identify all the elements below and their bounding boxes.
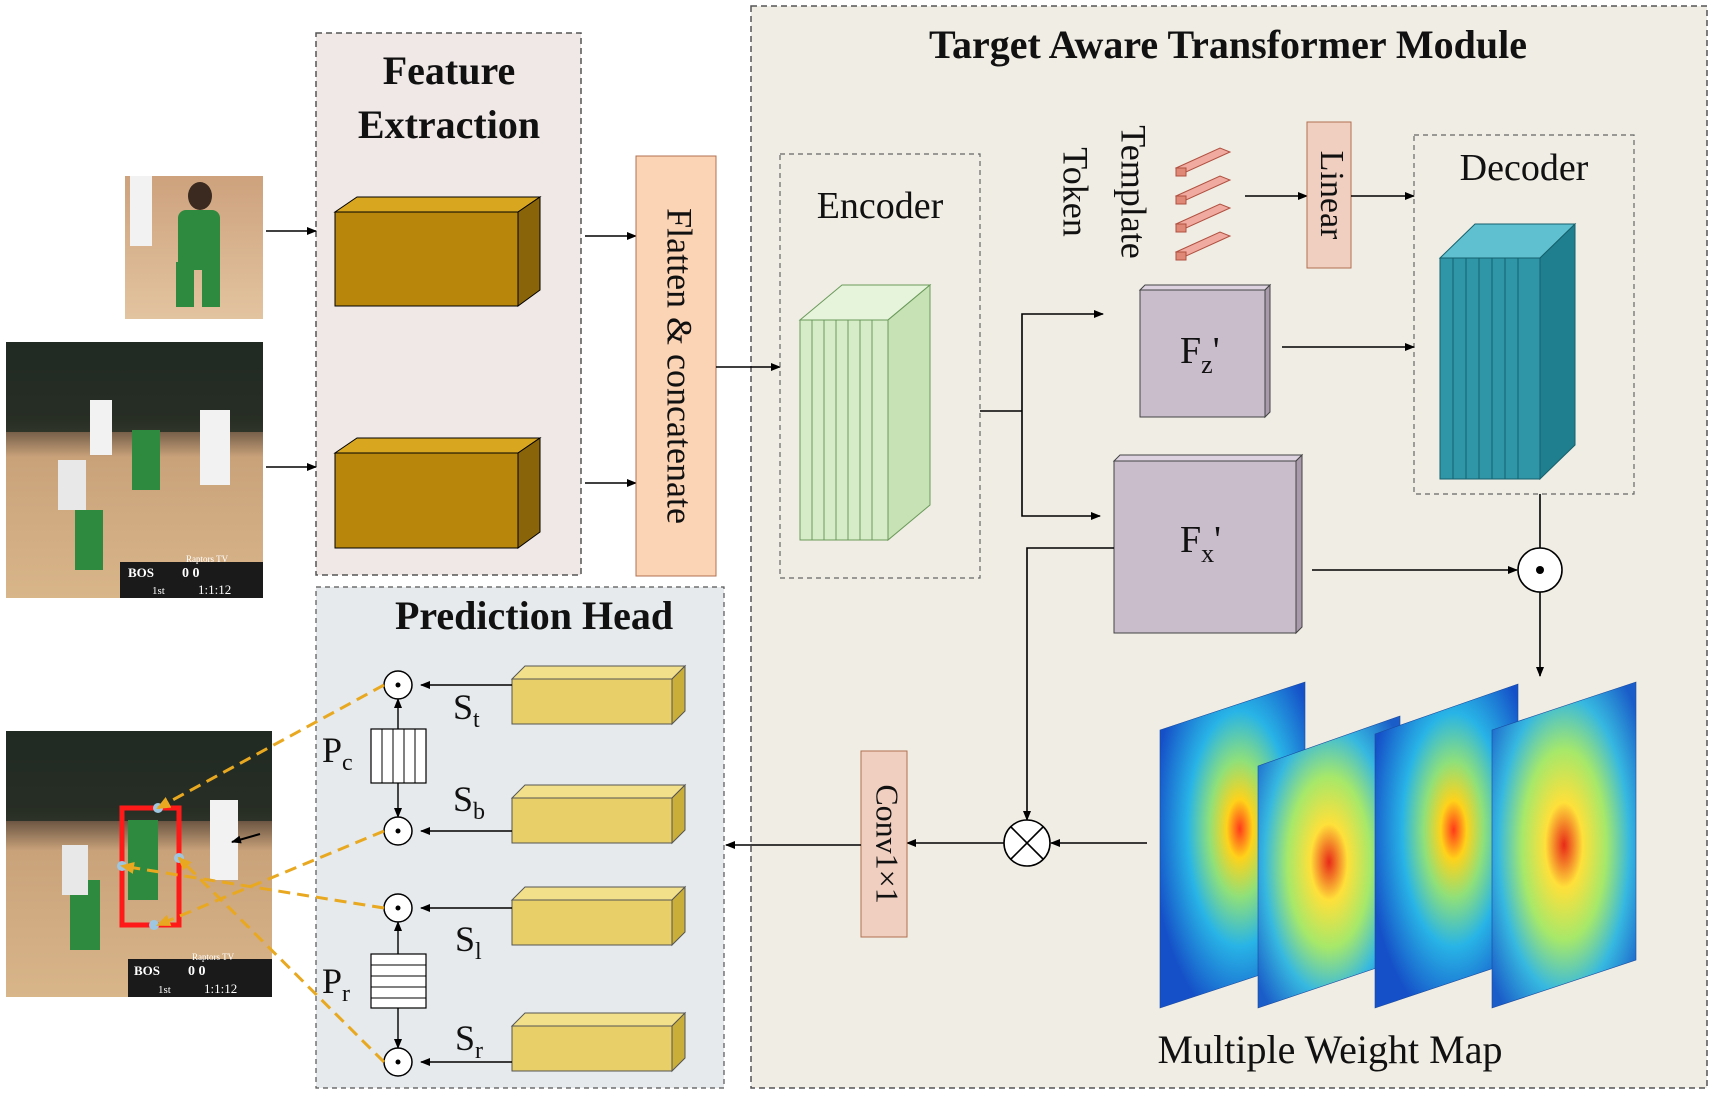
scoreboard-bottom-clock: 1:1:12 <box>204 981 237 996</box>
head-box-r <box>510 1011 687 1073</box>
fx-feature-box: Fx' <box>1112 453 1304 635</box>
multiply-operator <box>1003 819 1051 867</box>
template-image <box>125 176 263 319</box>
scoreboard-top-team: BOS <box>128 565 154 580</box>
encoder-panel <box>779 153 981 579</box>
feature-box-template <box>333 196 542 307</box>
scoreboard-bottom-score: 0 0 <box>188 964 206 979</box>
template-token-label-2: Token <box>1056 147 1096 236</box>
search-image: BOS 0 0 Raptors TV 1st 1:1:12 <box>6 342 263 598</box>
feature-extraction-title-1: Feature <box>383 48 516 93</box>
pc-grid <box>370 728 427 784</box>
template-token-label-1: Template <box>1114 125 1154 258</box>
fx-label: Fx' <box>1180 519 1221 568</box>
decoder-label: Decoder <box>1460 147 1589 189</box>
weight-map-stack <box>1159 681 1637 1009</box>
weight-map-label: Multiple Weight Map <box>1158 1027 1503 1072</box>
prediction-head-title: Prediction Head <box>395 593 673 638</box>
orange-arrow-bottom <box>156 829 385 927</box>
flatten-concat-box <box>635 155 717 577</box>
conv-box <box>860 750 908 938</box>
dot-product-operator <box>1517 547 1563 593</box>
arrow-encoder-to-fz <box>1021 310 1104 411</box>
pr-label: Pr <box>322 961 350 1007</box>
scoreboard-bottom-channel: Raptors TV <box>192 952 235 962</box>
head-dot-b <box>383 816 413 846</box>
arrow-fx-to-multiply <box>1023 547 1114 821</box>
scoreboard-top-clock: 1:1:12 <box>198 582 231 597</box>
orange-arrow-left <box>120 861 385 910</box>
head-dot-t <box>383 670 413 700</box>
pc-label: Pc <box>322 730 353 776</box>
encoder-stack <box>798 283 932 542</box>
sr-label: Sr <box>455 1018 483 1064</box>
template-token-stack <box>1174 147 1232 261</box>
feature-box-search <box>333 437 542 549</box>
sb-label: Sb <box>453 779 485 825</box>
fz-label: Fz' <box>1180 330 1220 379</box>
encoder-label: Encoder <box>817 185 944 227</box>
head-box-b <box>510 783 687 845</box>
head-box-l <box>510 885 687 947</box>
linear-box <box>1306 121 1352 269</box>
weight-map-4 <box>1491 681 1637 1009</box>
head-dot-r <box>383 1047 413 1077</box>
flatten-concat-label: Flatten & concatenate <box>660 208 700 524</box>
orange-arrow-top <box>156 683 385 810</box>
st-label: St <box>453 687 480 733</box>
decoder-stack <box>1438 222 1577 481</box>
scoreboard-bottom-team: BOS <box>134 963 160 978</box>
feature-extraction-title-2: Extraction <box>358 102 540 147</box>
scoreboard-top-channel: Raptors TV <box>186 554 229 564</box>
decoder-panel <box>1413 134 1635 495</box>
scoreboard-bottom-period: 1st <box>158 984 171 996</box>
conv-label: Conv1×1 <box>870 784 906 903</box>
orange-arrow-right <box>177 856 386 1064</box>
scoreboard-top: BOS 0 0 Raptors TV 1st 1:1:12 <box>120 554 263 598</box>
pr-grid <box>370 953 427 1009</box>
scoreboard-top-period: 1st <box>152 585 165 597</box>
arrow-encoder-to-fx <box>1021 411 1101 520</box>
head-box-t <box>510 664 687 726</box>
scoreboard-top-score: 0 0 <box>182 566 200 581</box>
scoreboard-bottom: BOS 0 0 Raptors TV 1st 1:1:12 <box>128 952 272 997</box>
transformer-module-title: Target Aware Transformer Module <box>929 22 1527 67</box>
fz-feature-box: Fz' <box>1138 283 1272 419</box>
sl-label: Sl <box>455 919 482 965</box>
linear-label: Linear <box>1313 151 1350 240</box>
result-image: BOS 0 0 Raptors TV 1st 1:1:12 <box>6 731 272 997</box>
head-dot-l <box>383 893 413 923</box>
